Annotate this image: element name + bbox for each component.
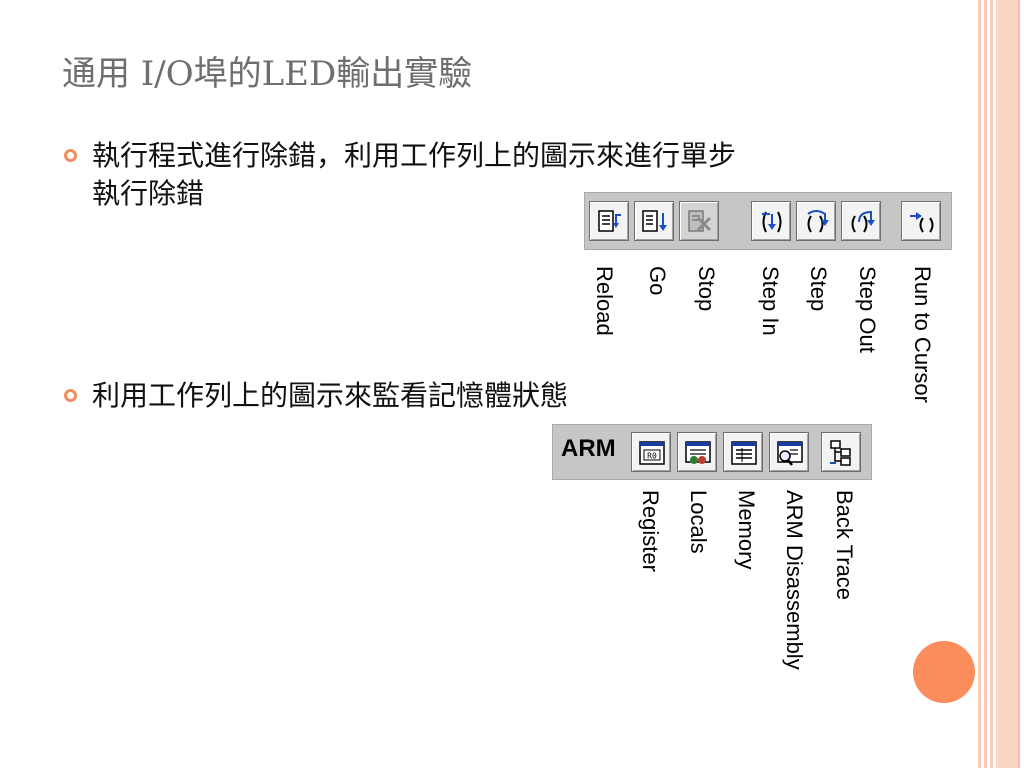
go-icon: [642, 210, 667, 232]
register-icon-text: R0: [647, 452, 657, 461]
disassembly-icon: [777, 441, 803, 466]
run-to-cursor-label: Run to Cursor: [910, 266, 935, 403]
run-to-cursor-icon: [910, 212, 934, 233]
run-to-cursor-button[interactable]: [901, 201, 941, 241]
bullet-text-1a: 執行程式進行除錯，利用工作列上的圖示來進行單步: [92, 139, 737, 172]
step-icon: [807, 210, 829, 233]
bullet-text-2: 利用工作列上的圖示來監看記憶體狀態: [92, 379, 569, 412]
step-in-label: Step In: [758, 266, 783, 336]
step-button[interactable]: [796, 201, 836, 241]
reload-label: Reload: [592, 266, 617, 336]
memory-icon: [731, 441, 757, 465]
decor-stripe: [990, 0, 993, 768]
slide-title: 通用 I/O埠的LED輸出實驗: [62, 54, 473, 94]
decor-stripe: [978, 0, 981, 768]
register-button[interactable]: R0: [631, 432, 671, 472]
stop-button[interactable]: [679, 201, 719, 241]
bullet-icon: [64, 149, 77, 162]
back-trace-icon: [830, 440, 851, 466]
decor-circle: [913, 641, 975, 703]
step-out-icon: [851, 210, 875, 233]
disassembly-label: ARM Disassembly: [782, 490, 807, 670]
step-in-icon: [762, 211, 782, 233]
locals-label: Locals: [686, 490, 711, 554]
reload-icon: [598, 210, 621, 232]
locals-button[interactable]: [677, 432, 717, 472]
go-button[interactable]: [634, 201, 674, 241]
debug-toolbar: [584, 192, 952, 250]
step-out-button[interactable]: [841, 201, 881, 241]
memory-button[interactable]: [723, 432, 763, 472]
register-icon: R0: [639, 441, 665, 465]
stop-icon: [688, 210, 712, 232]
locals-icon: [685, 441, 711, 464]
back-trace-button[interactable]: [821, 432, 861, 472]
disassembly-button[interactable]: [769, 432, 809, 472]
reload-button[interactable]: [589, 201, 629, 241]
stop-label: Stop: [694, 266, 719, 312]
bullet-icon: [64, 389, 77, 402]
bullet-text-1b: 執行除錯: [92, 177, 205, 210]
arm-prefix: ARM: [561, 435, 616, 462]
memory-label: Memory: [734, 490, 759, 570]
go-label: Go: [645, 266, 670, 296]
decor-stripe: [984, 0, 987, 768]
register-label: Register: [638, 490, 663, 572]
view-toolbar: ARM R0: [552, 424, 872, 480]
step-in-button[interactable]: [751, 201, 791, 241]
decor-stripe: [1018, 0, 1020, 768]
back-trace-label: Back Trace: [832, 490, 857, 601]
decor-stripe: [996, 0, 1018, 768]
step-out-label: Step Out: [855, 266, 880, 353]
step-label: Step: [806, 266, 831, 312]
